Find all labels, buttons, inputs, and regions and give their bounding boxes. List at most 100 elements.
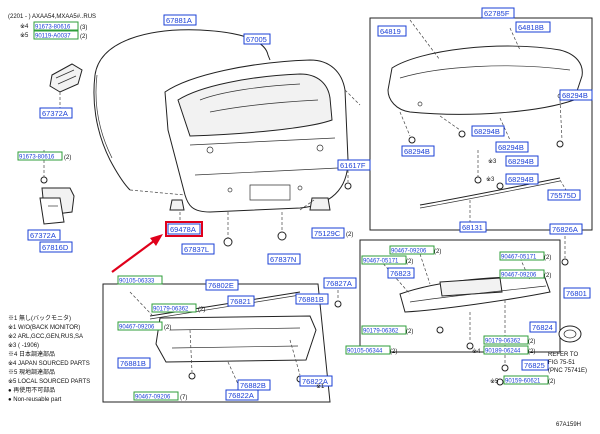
- label-90159-60621: 90159-60621: [505, 379, 541, 385]
- bumper-cushion: [309, 197, 331, 211]
- hinge-lower: [39, 187, 75, 225]
- label-67837L: 67837L: [184, 245, 209, 254]
- label-68131: 68131: [462, 223, 483, 232]
- qty-2m: (2): [548, 379, 555, 385]
- label-67881A: 67881A: [166, 16, 192, 25]
- part-labels: 67881A 67005 62785F 64819 64818B 68294B …: [27, 7, 593, 401]
- label-90467-09206-2: 90467-09206: [391, 249, 427, 255]
- qty-2l: (2): [528, 339, 535, 345]
- qty-2a: (2): [80, 34, 87, 40]
- legend-item-9: ● Non-reusable part: [8, 397, 62, 403]
- label-76824: 76824: [532, 323, 553, 332]
- marker-3a: ※3: [488, 158, 497, 165]
- header-marker-5: ※5: [20, 32, 29, 39]
- label-75129C: 75129C: [314, 229, 341, 238]
- label-76827A: 76827A: [326, 279, 352, 288]
- label-67372A-2: 67372A: [30, 231, 56, 240]
- qty-2e: (2): [434, 249, 441, 255]
- weatherstrip: [94, 29, 271, 76]
- marker-1: ※1: [316, 383, 325, 390]
- label-68294B-3: 68294B: [404, 147, 430, 156]
- label-90179-06362-2: 90179-06362: [363, 329, 399, 335]
- fastener-labels: 91673-80616 90119-A0037 91673-80616 9010…: [17, 21, 549, 401]
- garnish-inset-frame: [102, 283, 331, 403]
- qty-2i: (2): [406, 329, 413, 335]
- legend-item-0: ※1 無し(バックモニタ): [8, 314, 71, 322]
- qty-2n: (2): [346, 232, 353, 238]
- label-67005: 67005: [246, 35, 267, 44]
- legend: ※1 無し(バックモニタ) ※1 W/O(BACK MONITOR) ※2 AR…: [8, 314, 90, 403]
- label-69478A: 69478A: [170, 225, 196, 234]
- marker-3b: ※3: [486, 176, 495, 183]
- grommet-icon: [223, 237, 233, 247]
- bolt-icon: [40, 176, 48, 184]
- qty-2j: (2): [390, 349, 397, 355]
- legend-item-5: ※4 JAPAN SOURCED PARTS: [8, 360, 90, 367]
- qty-2g: (2): [544, 255, 551, 261]
- clip-icon: [277, 231, 287, 241]
- label-76881B-2: 76881B: [120, 359, 146, 368]
- label-64819: 64819: [380, 27, 401, 36]
- label-90467-09206-3: 90467-09206: [501, 273, 537, 279]
- label-76822A-1: 76822A: [302, 377, 328, 386]
- screw-icon: [561, 258, 569, 266]
- label-61617F: 61617F: [340, 161, 366, 170]
- label-76822A-2: 76822A: [228, 391, 254, 400]
- quantity-suffixes: (3) (2) (2) (2) (2) (2) (2) (2) (2) (2) …: [64, 25, 555, 401]
- label-76882B: 76882B: [240, 381, 266, 390]
- refer-line1: REFER TO: [548, 352, 578, 358]
- label-90105-06333: 90105-06333: [119, 279, 155, 285]
- label-90119-A0037: 90119-A0037: [35, 34, 71, 40]
- label-76826A: 76826A: [552, 225, 578, 234]
- label-75575D: 75575D: [550, 191, 577, 200]
- qty-7: (7): [180, 395, 187, 401]
- marker-5: ※5: [490, 378, 499, 385]
- label-68294B-5: 68294B: [508, 157, 534, 166]
- qty-2k: (2): [528, 349, 535, 355]
- refer-line2: FIG 75-51: [548, 360, 576, 366]
- legend-item-3: ※3 ( -1906): [8, 342, 39, 349]
- legend-item-1: ※1 W/O(BACK MONITOR): [8, 324, 80, 331]
- qty-2h: (2): [544, 273, 551, 279]
- qty-2d: (2): [164, 325, 171, 331]
- emblem-icon: [558, 325, 582, 343]
- legend-item-6: ※5 現地調達部品: [8, 368, 55, 376]
- qty-2b: (2): [64, 155, 71, 161]
- legend-item-2: ※2 ARL,GCC,GEN,RUS,SA: [8, 333, 83, 340]
- label-76821: 76821: [230, 297, 251, 306]
- label-90467-05171-2: 90467-05171: [501, 255, 537, 261]
- label-76881B-1: 76881B: [298, 295, 324, 304]
- marker-4: ※4: [472, 348, 481, 355]
- header-marker-4: ※4: [20, 23, 29, 30]
- label-68294B-6: 68294B: [508, 175, 534, 184]
- legend-item-7: ※5 LOCAL SOURCED PARTS: [8, 378, 90, 385]
- back-door-garnish: [155, 315, 317, 363]
- label-76801: 76801: [566, 289, 587, 298]
- legend-item-4: ※4 日本調達部品: [8, 350, 55, 358]
- label-90179-06362-3: 90179-06362: [485, 339, 521, 345]
- license-inset-frame: [359, 239, 561, 353]
- refer-note: REFER TO FIG 75-51 (PNC 75741E): [548, 352, 587, 374]
- label-62785F: 62785F: [484, 9, 510, 18]
- figure-id: 67A159H: [556, 422, 581, 428]
- label-91673-80616-1: 91673-80616: [35, 25, 71, 31]
- label-67816D: 67816D: [42, 243, 69, 252]
- label-76825: 76825: [524, 361, 545, 370]
- note-markers: ※1 ※3 ※3 ※4 ※5: [316, 158, 499, 390]
- highlight-callout: [165, 221, 203, 237]
- label-64818B: 64818B: [518, 23, 544, 32]
- label-90189-06244: 90189-06244: [485, 349, 521, 355]
- label-76823: 76823: [390, 269, 411, 278]
- spoiler-strip: [419, 177, 561, 206]
- legend-item-8: ● 再使用不可部品: [8, 386, 55, 394]
- label-90179-06362-1: 90179-06362: [153, 307, 189, 313]
- label-76802E: 76802E: [208, 281, 234, 290]
- qty-2c: (2): [198, 307, 205, 313]
- label-90467-09206-1: 90467-09206: [119, 325, 155, 331]
- hinge-upper: [49, 63, 83, 93]
- label-68294B-1: 68294B: [562, 91, 588, 100]
- qty-3: (3): [80, 25, 87, 31]
- label-91673-80616-2: 91673-80616: [19, 155, 55, 161]
- label-68294B-4: 68294B: [498, 143, 524, 152]
